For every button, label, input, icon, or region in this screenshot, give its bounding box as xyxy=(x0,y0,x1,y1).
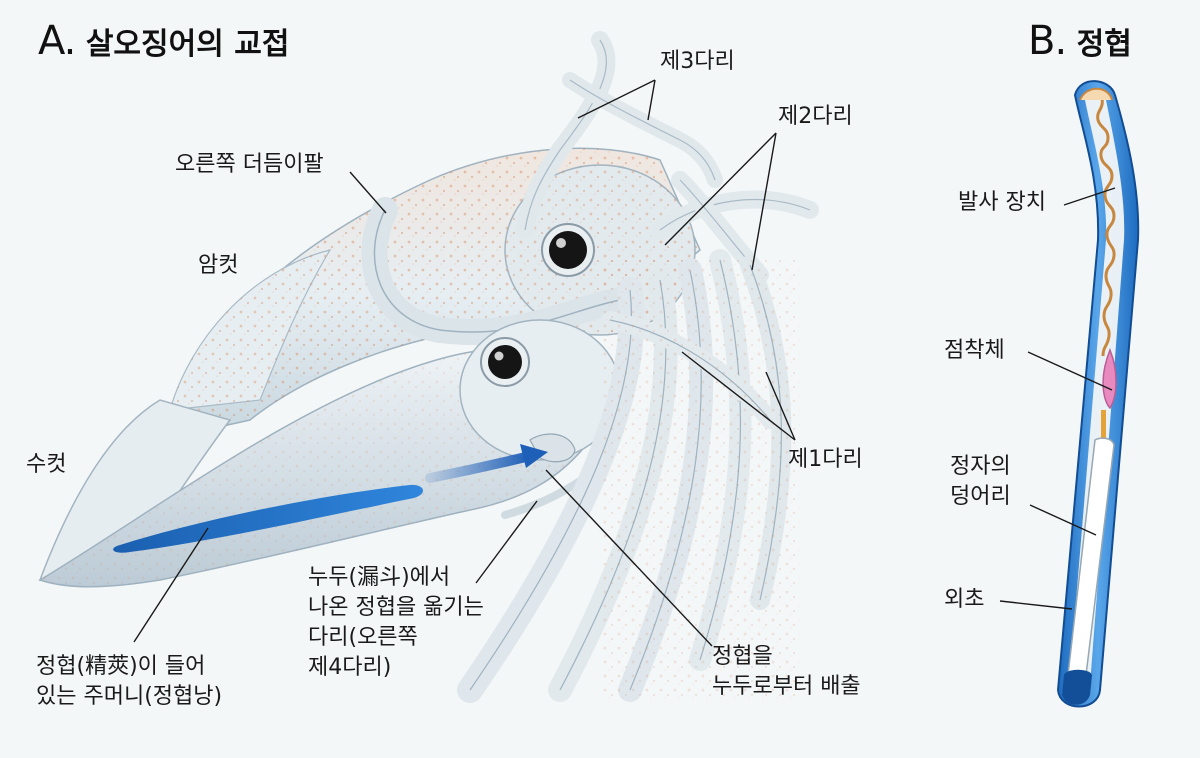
label-ejection-line2: 누두로부터 배출 xyxy=(712,674,861,699)
label-third-arm: 제3다리 xyxy=(660,49,735,74)
label-ejection: 정협을 누두로부터 배출 xyxy=(712,642,861,702)
panel-b-heading: B. 정협 xyxy=(1028,18,1132,64)
label-hectocotylus-line4: 제4다리) xyxy=(308,655,392,680)
arm-bundle xyxy=(457,249,800,703)
panel-b-letter: B. xyxy=(1028,18,1067,64)
label-male: 수컷 xyxy=(26,452,67,477)
label-female: 암컷 xyxy=(198,253,239,278)
spermatophore-drawing xyxy=(1056,80,1140,708)
panel-a-title: 살오징어의 교접 xyxy=(85,27,290,62)
panel-b-title: 정협 xyxy=(1076,27,1132,62)
label-hectocotylus-line1: 누두(漏斗)에서 xyxy=(308,565,451,590)
label-cement-body: 점착체 xyxy=(944,338,1005,363)
label-ejection-line1: 정협을 xyxy=(712,644,773,669)
label-right-tentacle: 오른쪽 더듬이팔 xyxy=(175,152,324,177)
label-hectocotylus: 누두(漏斗)에서 나온 정협을 옮기는 다리(오른쪽 제4다리) xyxy=(308,563,484,683)
label-hectocotylus-line3: 다리(오른쪽 xyxy=(308,625,418,650)
leader-lines-a xyxy=(133,79,796,647)
label-sperm-mass-line1: 정자의 xyxy=(950,454,1011,479)
spermatophore-sac-shape xyxy=(113,484,424,553)
label-hectocotylus-line2: 나온 정협을 옮기는 xyxy=(308,595,484,620)
label-sheath: 외초 xyxy=(944,587,985,612)
label-spermatophore-sac-line2: 있는 주머니(정협낭) xyxy=(36,684,223,709)
label-spermatophore-sac-line1: 정협(精莢)이 들어 xyxy=(36,654,206,679)
label-ejaculatory-apparatus: 발사 장치 xyxy=(958,190,1046,215)
label-first-arm: 제1다리 xyxy=(788,447,863,472)
label-spermatophore-sac: 정협(精莢)이 들어 있는 주머니(정협낭) xyxy=(36,652,222,712)
female-squid xyxy=(158,31,819,442)
label-second-arm: 제2다리 xyxy=(778,104,853,129)
panel-a-letter: A. xyxy=(38,18,76,64)
male-squid xyxy=(38,319,621,588)
leader-lines-b xyxy=(999,187,1116,610)
label-sperm-mass: 정자의 덩어리 xyxy=(950,452,1011,512)
panel-a-heading: A. 살오징어의 교접 xyxy=(38,18,289,64)
label-sperm-mass-line2: 덩어리 xyxy=(950,484,1011,509)
